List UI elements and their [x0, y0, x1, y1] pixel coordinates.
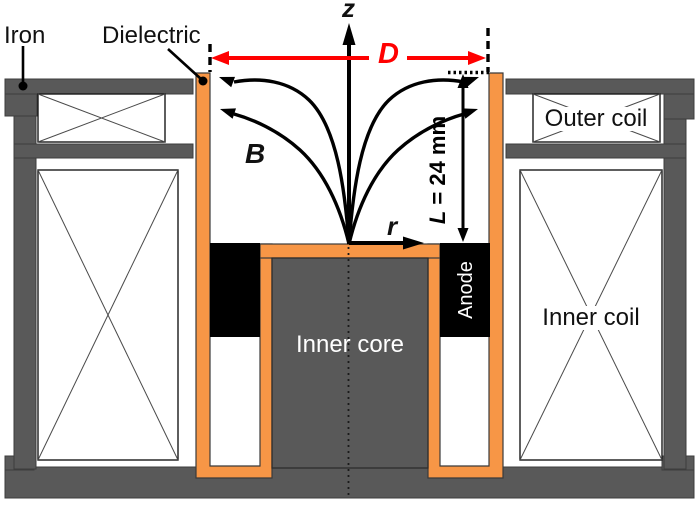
inner-core-block [271, 257, 429, 469]
length-symbol: L [425, 210, 450, 225]
field-line-left-inner-arrowhead [220, 108, 236, 119]
r-axis [349, 236, 424, 250]
inner-core-label: Inner core [295, 331, 405, 358]
dielectric-label: Dielectric [102, 22, 201, 49]
anode-left-block [210, 243, 260, 337]
length-arrowhead-top [457, 74, 469, 88]
iron-leader-dot [18, 81, 28, 91]
r-axis-arrowhead [403, 236, 424, 250]
field-line-right-inner-arrowhead [462, 108, 478, 119]
outer-coil-left-box [37, 93, 166, 143]
anode-right-block [440, 243, 490, 337]
z-axis-label: z [342, 0, 355, 23]
magnetic-field-lines [219, 76, 479, 245]
channel-length-label: L = 24 mm [425, 115, 450, 225]
r-axis-label: r [387, 211, 398, 241]
dielectric-leader-dot [198, 76, 208, 86]
anode-label: Anode [455, 261, 477, 319]
iron-base-plate [4, 466, 695, 499]
field-line-left-outer [233, 78, 351, 245]
field-line-left-outer-arrowhead [219, 76, 235, 88]
length-dimension [448, 70, 492, 242]
iron-left-middle-plate [13, 143, 194, 159]
z-axis [342, 23, 356, 244]
diameter-arrowhead-right [468, 51, 486, 65]
z-axis-arrowhead [342, 23, 356, 45]
diameter-arrowhead-left [211, 51, 229, 65]
field-line-right-inner [347, 112, 465, 245]
iron-left-wall [13, 78, 37, 470]
diameter-label: D [378, 38, 399, 70]
inner-coil-left-box [37, 169, 179, 461]
length-value: = 24 mm [425, 115, 450, 205]
field-line-right-outer [347, 78, 465, 245]
length-arrowhead-bottom [457, 228, 469, 242]
outer-coil-label: Outer coil [541, 107, 651, 131]
iron-yoke [4, 78, 695, 499]
diameter-dimension [208, 28, 490, 72]
iron-label: Iron [4, 22, 46, 49]
iron-right-middle-plate [505, 143, 687, 159]
magnetic-field-label: B [245, 138, 266, 169]
iron-right-top-plate [505, 78, 695, 95]
inner-coil-label: Inner coil [539, 306, 643, 330]
field-line-left-inner [233, 112, 351, 245]
iron-left-top-plate [4, 78, 194, 95]
label-leaders [18, 46, 208, 91]
